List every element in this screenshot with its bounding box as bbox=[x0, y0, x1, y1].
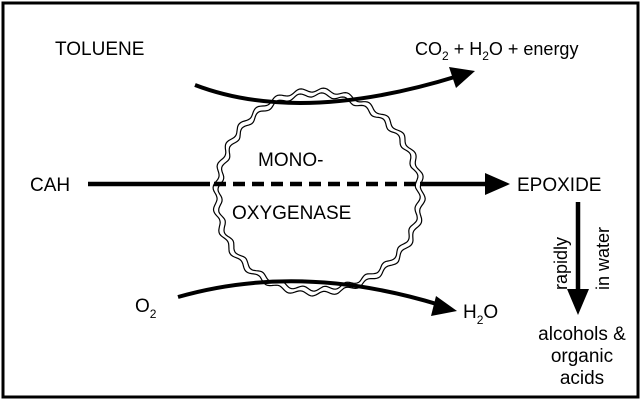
hydrolysis-arrowhead bbox=[567, 289, 589, 315]
organic-label: organic bbox=[551, 346, 613, 367]
mono-label: MONO- bbox=[258, 150, 323, 171]
alcohols-label: alcohols & bbox=[538, 324, 626, 345]
o2-label: O2 bbox=[135, 296, 157, 321]
rapidly-label: rapidly bbox=[551, 237, 571, 290]
epoxide-arrowhead bbox=[485, 173, 510, 195]
toluene-label: TOLUENE bbox=[55, 39, 144, 60]
co2-energy-label: CO2 + H2O + energy bbox=[415, 39, 578, 63]
acids-label: acids bbox=[560, 368, 604, 389]
h2o-label: H2O bbox=[463, 302, 498, 327]
enzyme-outline-inner bbox=[217, 92, 421, 292]
cah-label: CAH bbox=[30, 175, 70, 196]
oxygen-arrowhead bbox=[431, 296, 457, 316]
toluene-arrowhead bbox=[449, 67, 475, 88]
oxygenase-label: OXYGENASE bbox=[232, 203, 351, 224]
toluene-oxidation-arrow bbox=[194, 74, 459, 105]
oxygen-reduction-arrow bbox=[177, 279, 441, 307]
enzyme-outline-outer bbox=[212, 87, 426, 297]
epoxide-label: EPOXIDE bbox=[517, 175, 601, 196]
in-water-label: in water bbox=[593, 227, 613, 290]
